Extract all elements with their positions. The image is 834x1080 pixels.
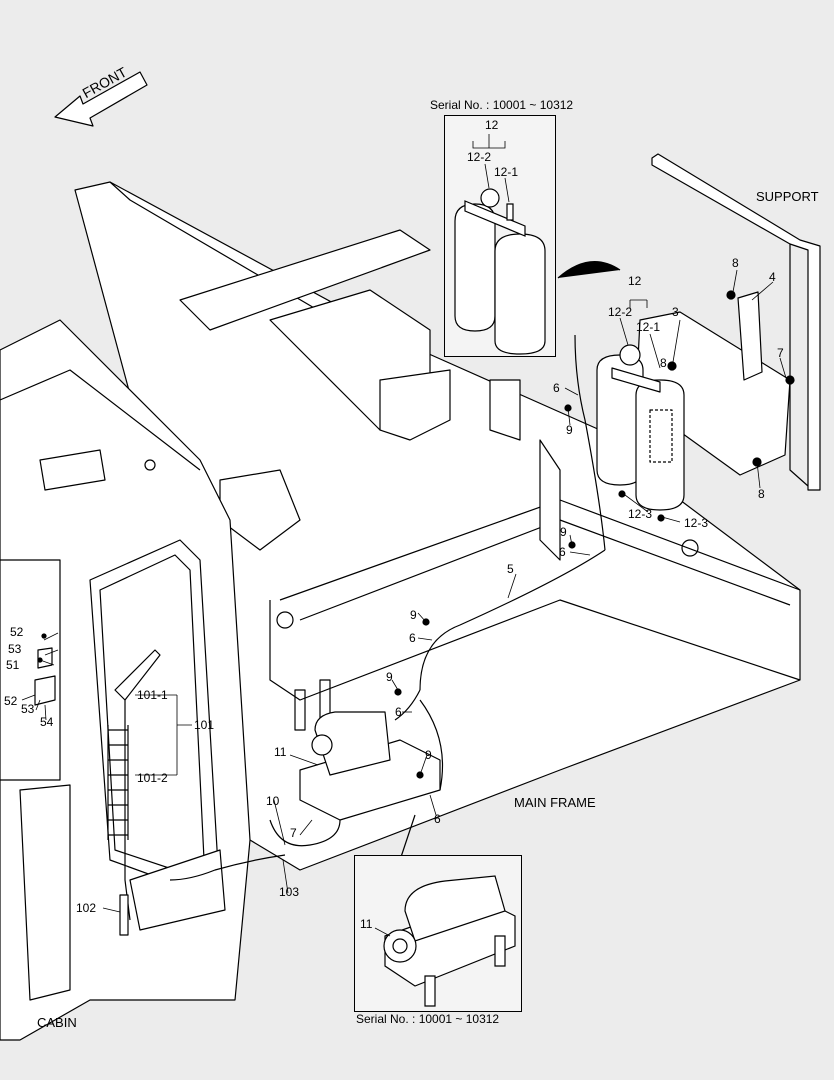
inset-tanks <box>444 115 556 357</box>
callout-3: 3 <box>672 305 679 319</box>
callout-9-a: 9 <box>566 423 573 437</box>
callout-54: 54 <box>40 715 54 729</box>
callout-101-2: 101-2 <box>137 771 168 785</box>
callout-9-e: 9 <box>425 748 432 762</box>
callout-102: 102 <box>76 901 97 915</box>
inset-top-serial: Serial No. : 10001 ~ 10312 <box>430 98 574 112</box>
callout-9-b: 9 <box>560 525 567 539</box>
support-bracket <box>651 153 821 491</box>
callout-9-c: 9 <box>410 608 417 622</box>
callout-52-bottom: 52 <box>4 694 18 708</box>
front-arrow-icon <box>54 71 148 127</box>
callout-103: 103 <box>279 885 300 899</box>
callout-6-a: 6 <box>553 381 560 395</box>
callout-8-top: 8 <box>732 256 739 270</box>
compressor-main <box>299 711 441 821</box>
bolts <box>37 290 795 779</box>
inset-bottom-callout-11: 11 <box>360 917 373 931</box>
inset-bottom-serial: Serial No. : 10001 ~ 10312 <box>356 1012 500 1026</box>
callout-6-e: 6 <box>434 812 441 826</box>
callout-52-top: 52 <box>10 625 24 639</box>
inset-top-callout-12-1: 12-1 <box>494 165 519 179</box>
callout-8-mid: 8 <box>660 356 667 370</box>
callout-12-2: 12-2 <box>608 305 633 319</box>
callout-9-d: 9 <box>386 670 393 684</box>
callout-12-3-a: 12-3 <box>628 507 653 521</box>
coiled-hose <box>107 649 161 936</box>
callout-12-1: 12-1 <box>636 320 661 334</box>
callout-101: 101 <box>194 718 215 732</box>
callout-12-3-b: 12-3 <box>684 516 709 530</box>
inset-top-callout-12-2: 12-2 <box>467 150 492 164</box>
callout-11: 11 <box>274 745 287 759</box>
main-frame-label: MAIN FRAME <box>514 795 596 810</box>
callout-6-c: 6 <box>409 631 416 645</box>
callout-7-left: 7 <box>290 826 297 840</box>
inset-tanks-artwork <box>454 134 546 355</box>
inset-top-callout-12: 12 <box>485 118 499 132</box>
callout-4: 4 <box>769 270 776 284</box>
leader-lines <box>21 269 787 913</box>
callout-53-bottom: 53 <box>21 702 35 716</box>
callout-51: 51 <box>6 658 20 672</box>
callout-8-bottom: 8 <box>758 487 765 501</box>
inset-compressor-artwork <box>374 875 516 1007</box>
air-tank-main <box>596 344 685 511</box>
callout-101-1: 101-1 <box>137 688 168 702</box>
inset-compressor <box>354 855 522 1012</box>
air-hoses <box>124 334 606 921</box>
callout-7-right: 7 <box>777 346 784 360</box>
callout-12: 12 <box>628 274 642 288</box>
callout-53-top: 53 <box>8 642 22 656</box>
callout-6-b: 6 <box>559 545 566 559</box>
callout-6-d: 6 <box>395 705 402 719</box>
callout-10: 10 <box>266 794 280 808</box>
cabin-bracket <box>34 647 56 706</box>
support-label: SUPPORT <box>756 189 819 204</box>
cabin-label: CABIN <box>37 1015 77 1030</box>
main-frame <box>74 181 801 871</box>
callout-5: 5 <box>507 562 514 576</box>
